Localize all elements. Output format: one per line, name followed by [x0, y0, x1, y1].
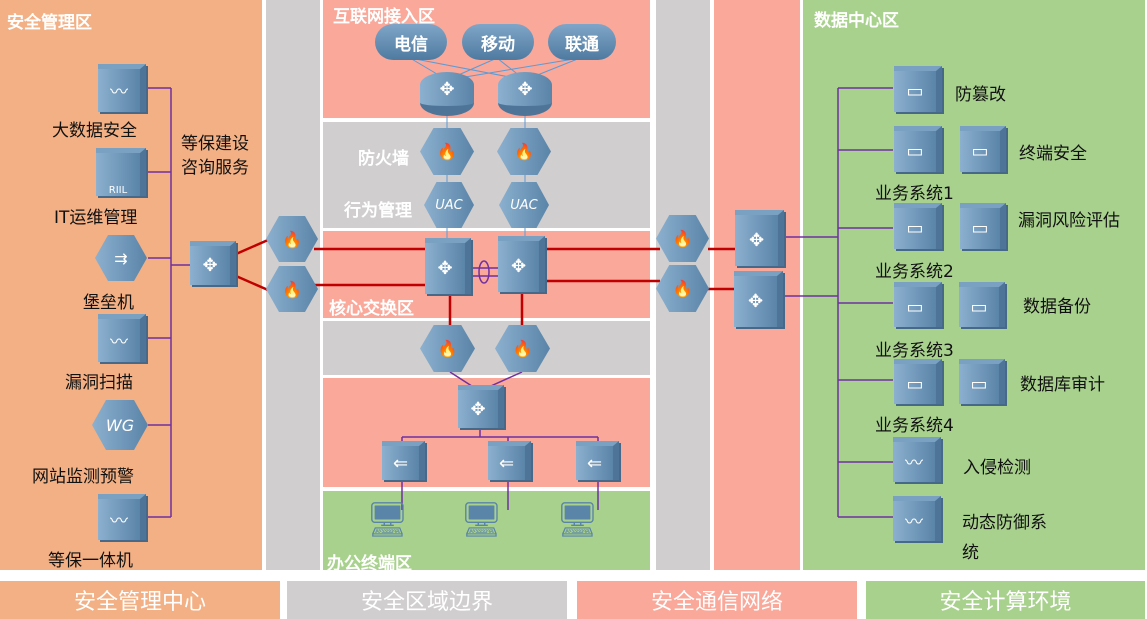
endpoint-security-label: 终端安全 [1019, 144, 1087, 164]
db-audit-label: 数据库审计 [1020, 375, 1105, 395]
dynamic-defense-icon: 〰 [893, 496, 941, 541]
office-pc-2-icon: 🖥 [460, 500, 504, 540]
core-switch-zone [323, 231, 650, 318]
biz-system-1-label: 业务系统1 [875, 184, 954, 204]
office-pc-1-icon: 🖥 [366, 500, 410, 540]
vuln-scan-icon: 〰 [98, 314, 146, 362]
data-backup-label: 数据备份 [1023, 297, 1091, 317]
legend-computing-environment: 安全计算环境 [866, 581, 1145, 619]
isp-cloud-mobile: 移动 [462, 24, 534, 60]
zone-title-datacenter: 数据中心区 [814, 11, 899, 31]
biz-system-2-label: 业务系统2 [875, 262, 954, 282]
zone-title-management: 安全管理区 [7, 13, 92, 33]
it-ops-icon: RIIL [96, 148, 146, 196]
zone-title-internet: 互联网接入区 [333, 7, 435, 27]
biz-system-1-icon: ▭ [894, 126, 942, 172]
access-switch-2-icon: ⇐ [488, 441, 531, 480]
office-pc-3-icon: 🖥 [556, 500, 600, 540]
intrusion-detection-icon: 〰 [893, 437, 941, 482]
intrusion-detection-label: 入侵检测 [963, 458, 1031, 478]
dynamic-defense-label-line1: 动态防御系 [962, 513, 1047, 533]
vuln-assessment-label: 漏洞风险评估 [1018, 211, 1120, 231]
office-terminal-zone [323, 491, 650, 570]
db-audit-icon: ▭ [959, 359, 1005, 404]
core-switch-2-icon: ✥ [498, 236, 545, 292]
compliance-appliance-label: 等保一体机 [48, 551, 133, 571]
aggregation-switch-icon: ✥ [458, 385, 504, 428]
vuln-assessment-icon: ▭ [960, 203, 1006, 249]
compliance-appliance-icon: 〰 [98, 494, 146, 540]
router-1-icon: ✥ [420, 72, 474, 116]
router-2-icon: ✥ [498, 72, 552, 116]
big-data-security-icon: 〰 [98, 64, 146, 112]
anti-tamper-icon: ▭ [894, 66, 942, 112]
core-switch-1-icon: ✥ [425, 238, 471, 294]
zone-title-core: 核心交换区 [329, 299, 414, 319]
access-switch-1-icon: ⇐ [382, 441, 425, 480]
zone-title-office: 办公终端区 [327, 554, 412, 574]
anti-tamper-label: 防篡改 [955, 85, 1006, 105]
biz-system-2-icon: ▭ [894, 203, 942, 249]
service-label-line1: 等保建设 [181, 134, 249, 154]
dc-switch-1-icon: ✥ [735, 210, 784, 266]
biz-system-3-icon: ▭ [894, 282, 942, 327]
dynamic-defense-label-line2: 统 [962, 543, 979, 563]
boundary-zone-lower [323, 321, 650, 375]
management-switch-icon: ✥ [190, 241, 236, 285]
bastion-host-label: 堡垒机 [83, 293, 134, 313]
biz-system-3-label: 业务系统3 [875, 341, 954, 361]
web-monitor-icon: WG [92, 400, 148, 450]
web-monitor-label: 网站监测预警 [32, 467, 134, 487]
isp-cloud-unicom: 联通 [548, 24, 616, 60]
endpoint-security-icon: ▭ [960, 126, 1006, 172]
firewall-label: 防火墙 [358, 149, 409, 169]
it-ops-label: IT运维管理 [54, 208, 138, 228]
access-switch-3-icon: ⇐ [576, 441, 619, 480]
big-data-security-label: 大数据安全 [52, 121, 137, 141]
boundary-zone-upper [323, 122, 650, 228]
service-label-line2: 咨询服务 [181, 158, 249, 178]
biz-system-4-label: 业务系统4 [875, 416, 954, 436]
dc-switch-2-icon: ✥ [734, 271, 783, 327]
vuln-scan-label: 漏洞扫描 [65, 373, 133, 393]
behavior-mgmt-label: 行为管理 [344, 201, 412, 221]
isp-cloud-telecom: 电信 [375, 24, 447, 60]
legend-area-boundary: 安全区域边界 [287, 581, 567, 619]
uac-1-icon: UAC [424, 182, 474, 228]
biz-system-4-icon: ▭ [894, 359, 942, 404]
data-backup-icon: ▭ [959, 282, 1005, 327]
legend-management-center: 安全管理中心 [0, 581, 280, 619]
legend-communication-network: 安全通信网络 [577, 581, 857, 619]
